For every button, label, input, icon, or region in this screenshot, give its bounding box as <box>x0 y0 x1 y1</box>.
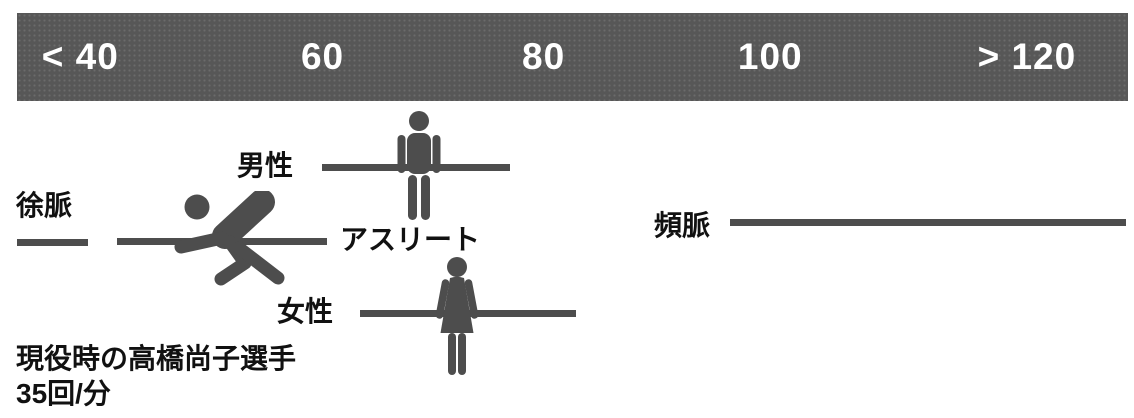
heart-rate-scale-bar: < 40 60 80 100 > 120 <box>17 13 1128 101</box>
scale-tick-over-120: > 120 <box>977 36 1077 77</box>
label-athlete: アスリート <box>340 224 481 255</box>
caption-takahashi: 現役時の高橋尚子選手 35回/分 <box>16 341 296 412</box>
label-bradycardia: 徐脈 <box>16 190 73 221</box>
scale-tick-100: 100 <box>737 36 803 77</box>
scale-tick-under-40: < 40 <box>41 36 119 77</box>
female-figure-icon <box>433 257 481 376</box>
range-bar-tachycardia <box>729 219 1127 226</box>
label-female: 女性 <box>277 296 334 327</box>
label-tachycardia: 頻脈 <box>654 210 711 241</box>
range-bar-bradycardia <box>16 239 89 246</box>
label-male: 男性 <box>237 150 294 181</box>
male-figure-icon <box>396 111 442 221</box>
scale-tick-60: 60 <box>300 36 345 77</box>
runner-icon <box>170 191 290 290</box>
scale-tick-80: 80 <box>522 36 566 77</box>
caption-line1: 現役時の高橋尚子選手 <box>16 343 297 374</box>
caption-line2: 35回/分 <box>16 378 111 410</box>
